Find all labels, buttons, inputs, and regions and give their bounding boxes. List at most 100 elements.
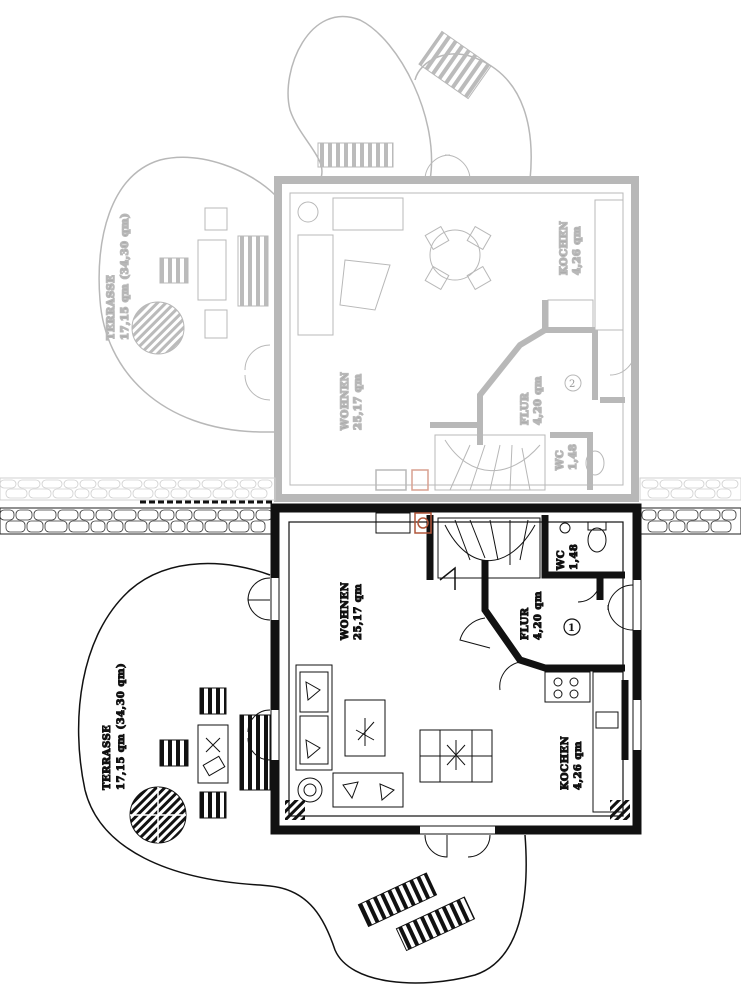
- stone: [257, 479, 273, 489]
- stone: [193, 509, 217, 521]
- ghost-sofa: [297, 197, 404, 336]
- stone: [255, 509, 273, 521]
- ghost-label-flur-area: 4,20 qm: [533, 376, 544, 425]
- ghost-stove: [411, 469, 429, 491]
- ghost-dining-table: [424, 225, 492, 291]
- stone: [212, 488, 234, 499]
- stone: [52, 488, 74, 499]
- entrance-number: 1: [568, 623, 575, 634]
- stone: [675, 509, 699, 521]
- stone: [63, 479, 79, 489]
- windows: [270, 578, 642, 835]
- stone: [641, 479, 659, 489]
- stone: [234, 488, 250, 499]
- stone: [154, 488, 170, 499]
- stone: [186, 520, 204, 533]
- ghost-label-flur: FLUR: [520, 392, 531, 425]
- stone: [721, 509, 737, 521]
- stone: [201, 479, 223, 489]
- stone: [124, 520, 148, 533]
- stone: [188, 488, 212, 499]
- ghost-label-wohnen: WOHNEN: [340, 372, 351, 431]
- stone: [57, 509, 79, 521]
- ghost-label-wohnen-area: 25,17 qm: [353, 374, 364, 430]
- label-wc: WC: [556, 550, 567, 571]
- stone: [217, 509, 239, 521]
- stone: [90, 520, 106, 533]
- shelf: [375, 512, 411, 534]
- stove: [414, 512, 432, 534]
- ghost-entrance-number: 2: [569, 379, 575, 390]
- stone: [641, 509, 657, 521]
- stone: [699, 509, 721, 521]
- label-flur: FLUR: [520, 607, 531, 640]
- stone: [239, 479, 257, 489]
- stone: [657, 509, 675, 521]
- stone: [113, 509, 137, 521]
- stone: [121, 479, 143, 489]
- stone: [683, 479, 705, 489]
- stone: [177, 479, 201, 489]
- wc-fixtures: [559, 521, 607, 553]
- stone: [68, 520, 90, 533]
- bench-stripes: [239, 714, 271, 791]
- stone: [108, 488, 132, 499]
- stone: [95, 509, 113, 521]
- stone: [250, 488, 268, 499]
- kitchen-counter: [544, 671, 624, 813]
- stone: [143, 479, 159, 489]
- stone: [41, 479, 63, 489]
- stone: [90, 488, 108, 499]
- stone: [33, 509, 57, 521]
- stone: [0, 479, 17, 489]
- sofa-set: [295, 664, 404, 808]
- stone: [204, 520, 228, 533]
- ghost-label-wc: WC: [555, 450, 566, 471]
- stone: [5, 520, 26, 533]
- ghost-label-terrasse: TERRASSE: [106, 275, 117, 340]
- terrace-furniture: [129, 687, 476, 952]
- ghost-label-kochen-area: 4,26 qm: [572, 226, 583, 275]
- stone: [44, 520, 68, 533]
- ghost-terrace-furniture: [131, 30, 492, 355]
- stone: [170, 520, 186, 533]
- ghost-outer-wall: [274, 176, 639, 502]
- stone: [228, 520, 250, 533]
- stone: [705, 479, 721, 489]
- stone: [250, 520, 266, 533]
- stone: [148, 520, 170, 533]
- stone: [647, 520, 668, 533]
- stone: [26, 520, 44, 533]
- label-wohnen-area: 25,17 qm: [353, 584, 364, 640]
- stone: [716, 488, 732, 499]
- label-terrasse: TERRASSE: [102, 725, 113, 790]
- stone: [686, 520, 710, 533]
- coffee-table: [344, 699, 386, 757]
- stone: [694, 488, 716, 499]
- stone: [239, 509, 255, 521]
- terrace-outline: [77, 562, 527, 984]
- ghost-stairs: [434, 434, 546, 491]
- label-terrasse-area: 17,15 qm (34,30 qm): [116, 663, 127, 790]
- dining-table: [419, 729, 493, 783]
- stone: [223, 479, 239, 489]
- label-flur-area: 4,20 qm: [533, 591, 544, 640]
- ghost-label-kochen: KOCHEN: [559, 221, 570, 275]
- label-wc-area: 1,48: [569, 544, 580, 570]
- stone: [659, 479, 683, 489]
- stone: [159, 509, 175, 521]
- wall-corners: [285, 800, 630, 820]
- ghost-kitchen: [547, 199, 624, 331]
- stone: [5, 488, 28, 499]
- sunlounger-2: [395, 896, 476, 952]
- stone: [17, 479, 41, 489]
- ghost-label-wc-area: 1,48: [568, 444, 579, 470]
- entrance-marker: [563, 618, 581, 636]
- stone: [79, 509, 95, 521]
- ghost-label-terrasse-area: 17,15 qm (34,30 qm): [120, 213, 131, 340]
- label-wohnen: WOHNEN: [340, 582, 351, 641]
- stairs: [437, 517, 541, 590]
- stone: [0, 509, 15, 521]
- stone: [647, 488, 670, 499]
